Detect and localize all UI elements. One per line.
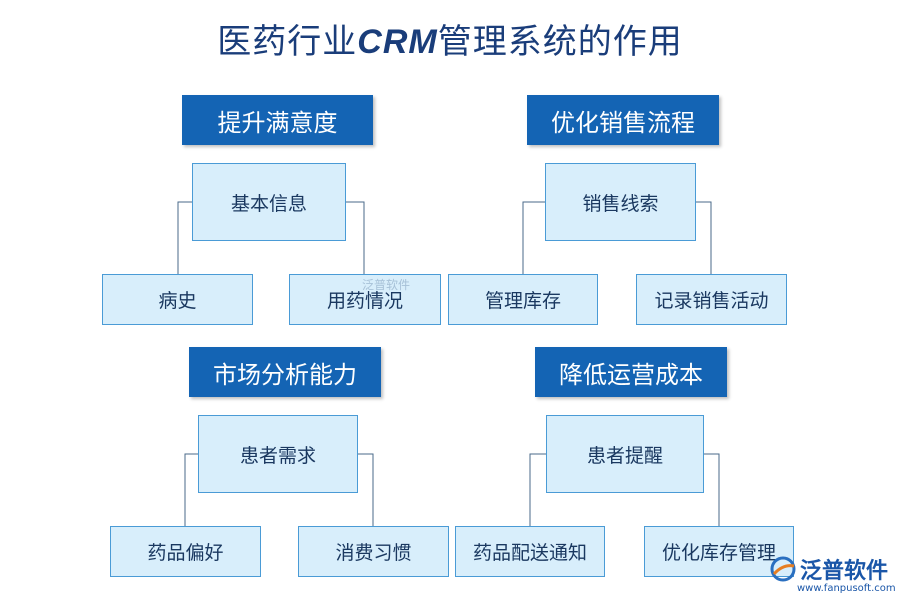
node-right: 优化库存管理 bbox=[644, 526, 794, 577]
group-header: 降低运营成本 bbox=[535, 347, 727, 397]
connector-right bbox=[346, 201, 365, 274]
node-top: 患者提醒 bbox=[546, 415, 704, 493]
group-header: 优化销售流程 bbox=[527, 95, 719, 145]
page-title: 医药行业CRM管理系统的作用 bbox=[0, 14, 900, 63]
node-right: 消费习惯 bbox=[298, 526, 449, 577]
node-top: 患者需求 bbox=[198, 415, 358, 493]
node-top: 基本信息 bbox=[192, 163, 346, 241]
connector-right bbox=[696, 201, 712, 274]
node-top: 销售线索 bbox=[545, 163, 696, 241]
watermark: 泛普软件 bbox=[362, 278, 411, 292]
group-header: 市场分析能力 bbox=[189, 347, 381, 397]
connector-left bbox=[522, 201, 545, 274]
connector-left bbox=[184, 453, 198, 526]
title-suffix: 管理系统的作用 bbox=[437, 22, 683, 62]
node-left: 药品配送通知 bbox=[455, 526, 605, 577]
title-prefix: 医药行业 bbox=[217, 22, 358, 62]
connector-left bbox=[529, 453, 546, 526]
logo-icon bbox=[770, 556, 796, 582]
node-right: 用药情况 bbox=[289, 274, 441, 325]
connector-right bbox=[358, 453, 374, 526]
title-crm: CRM bbox=[357, 23, 438, 61]
node-right: 记录销售活动 bbox=[636, 274, 787, 325]
brand-logo: 泛普软件 bbox=[770, 553, 888, 585]
logo-url: www.fanpusoft.com bbox=[797, 583, 896, 594]
connector-right bbox=[704, 453, 720, 526]
node-left: 管理库存 bbox=[448, 274, 598, 325]
logo-text: 泛普软件 bbox=[800, 559, 889, 584]
group-header: 提升满意度 bbox=[182, 95, 373, 145]
node-left: 病史 bbox=[102, 274, 253, 325]
connector-left bbox=[177, 201, 192, 274]
node-left: 药品偏好 bbox=[110, 526, 261, 577]
